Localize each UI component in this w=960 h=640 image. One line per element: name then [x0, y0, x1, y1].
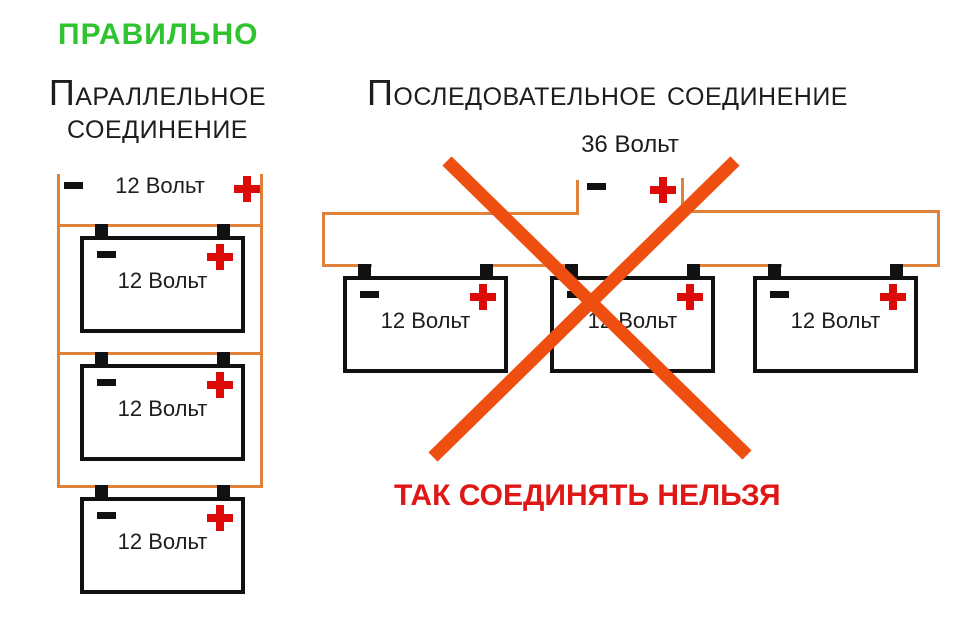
series-section-title: Последовательное соединение	[367, 72, 848, 113]
minus-icon	[587, 183, 606, 190]
parallel-bus-wire-right	[260, 174, 263, 488]
battery-terminal-negative	[95, 224, 108, 236]
battery-terminal-negative	[768, 264, 781, 276]
battery-voltage-label: 12 Вольт	[117, 529, 208, 554]
battery-terminal-negative	[95, 485, 108, 497]
series-positive-lead-drop	[937, 210, 940, 266]
series-negative-lead-stub	[576, 180, 579, 213]
series-negative-lead-drop	[322, 212, 325, 267]
battery-voltage-label: 12 Вольт	[790, 308, 881, 333]
battery-voltage-label: 12 Вольт	[380, 308, 471, 333]
battery: 12 Вольт	[80, 485, 245, 594]
battery-voltage-label: 12 Вольт	[117, 268, 208, 293]
plus-icon	[207, 505, 233, 531]
battery: 12 Вольт	[343, 264, 508, 373]
minus-icon	[567, 291, 586, 298]
plus-icon	[650, 177, 676, 203]
series-positive-lead-wire	[681, 210, 940, 213]
minus-icon	[97, 512, 116, 519]
battery: 12 Вольт	[80, 352, 245, 461]
battery-terminal-positive	[217, 352, 230, 364]
battery-terminal-positive	[480, 264, 493, 276]
plus-icon	[207, 244, 233, 270]
minus-icon	[360, 291, 379, 298]
battery-terminal-negative	[358, 264, 371, 276]
series-negative-lead-wire	[322, 212, 579, 215]
parallel-branch-wire-1	[57, 224, 263, 227]
battery-terminal-positive	[687, 264, 700, 276]
battery: 12 Вольт	[550, 264, 715, 373]
plus-icon	[234, 176, 260, 202]
parallel-bus-wire-left	[57, 174, 60, 488]
parallel-branch-wire-2	[57, 352, 263, 355]
battery-terminal-positive	[890, 264, 903, 276]
minus-icon	[770, 291, 789, 298]
plus-icon	[677, 284, 703, 310]
battery: 12 Вольт	[80, 224, 245, 333]
series-negative-terminal-wire	[322, 264, 372, 267]
battery-voltage-label: 12 Вольт	[587, 308, 678, 333]
minus-icon	[64, 182, 83, 189]
correct-verdict-label: ПРАВИЛЬНО	[58, 18, 259, 51]
battery-terminal-negative	[565, 264, 578, 276]
battery-terminal-positive	[217, 485, 230, 497]
series-positive-terminal-wire	[896, 264, 940, 267]
plus-icon	[880, 284, 906, 310]
parallel-branch-wire-3	[57, 485, 263, 488]
battery-terminal-negative	[95, 352, 108, 364]
minus-icon	[97, 379, 116, 386]
battery: 12 Вольт	[753, 264, 918, 373]
series-total-voltage-label: 36 Вольт	[581, 131, 679, 158]
parallel-section-title: Параллельное соединение	[48, 72, 267, 146]
battery-terminal-positive	[217, 224, 230, 236]
incorrect-verdict-label: ТАК СОЕДИНЯТЬ НЕЛЬЗЯ	[394, 479, 781, 512]
parallel-bus-voltage-label: 12 Вольт	[115, 173, 205, 198]
series-positive-lead-stub	[681, 178, 684, 212]
plus-icon	[207, 372, 233, 398]
plus-icon	[470, 284, 496, 310]
battery-voltage-label: 12 Вольт	[117, 396, 208, 421]
minus-icon	[97, 251, 116, 258]
